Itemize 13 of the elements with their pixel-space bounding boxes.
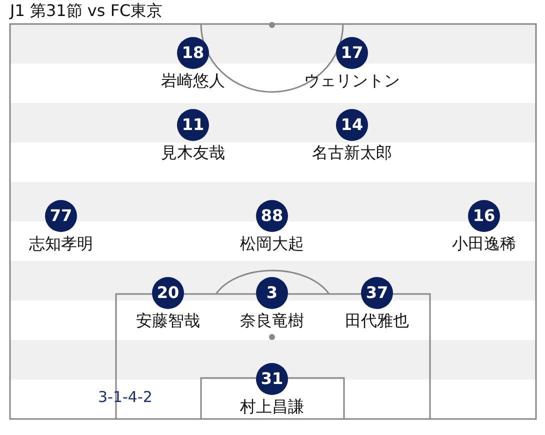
player-name: 岩崎悠人 <box>160 70 226 92</box>
player-name: 村上昌謙 <box>239 396 305 418</box>
player-name: 小田逸稀 <box>451 233 517 255</box>
player-name: 安藤智哉 <box>135 310 201 332</box>
player-name: 見木友哉 <box>160 142 226 164</box>
player-name: 名古新太郎 <box>311 142 393 164</box>
player-name: 田代雅也 <box>344 310 410 332</box>
formation-label: 3-1-4-2 <box>98 387 152 407</box>
player-name: 志知孝明 <box>28 233 94 255</box>
player-name: 松岡大起 <box>239 233 305 255</box>
player-name: ウェリントン <box>303 70 401 92</box>
title: J1 第31節 vs FC東京 <box>10 0 163 22</box>
player-name: 奈良竜樹 <box>239 310 305 332</box>
